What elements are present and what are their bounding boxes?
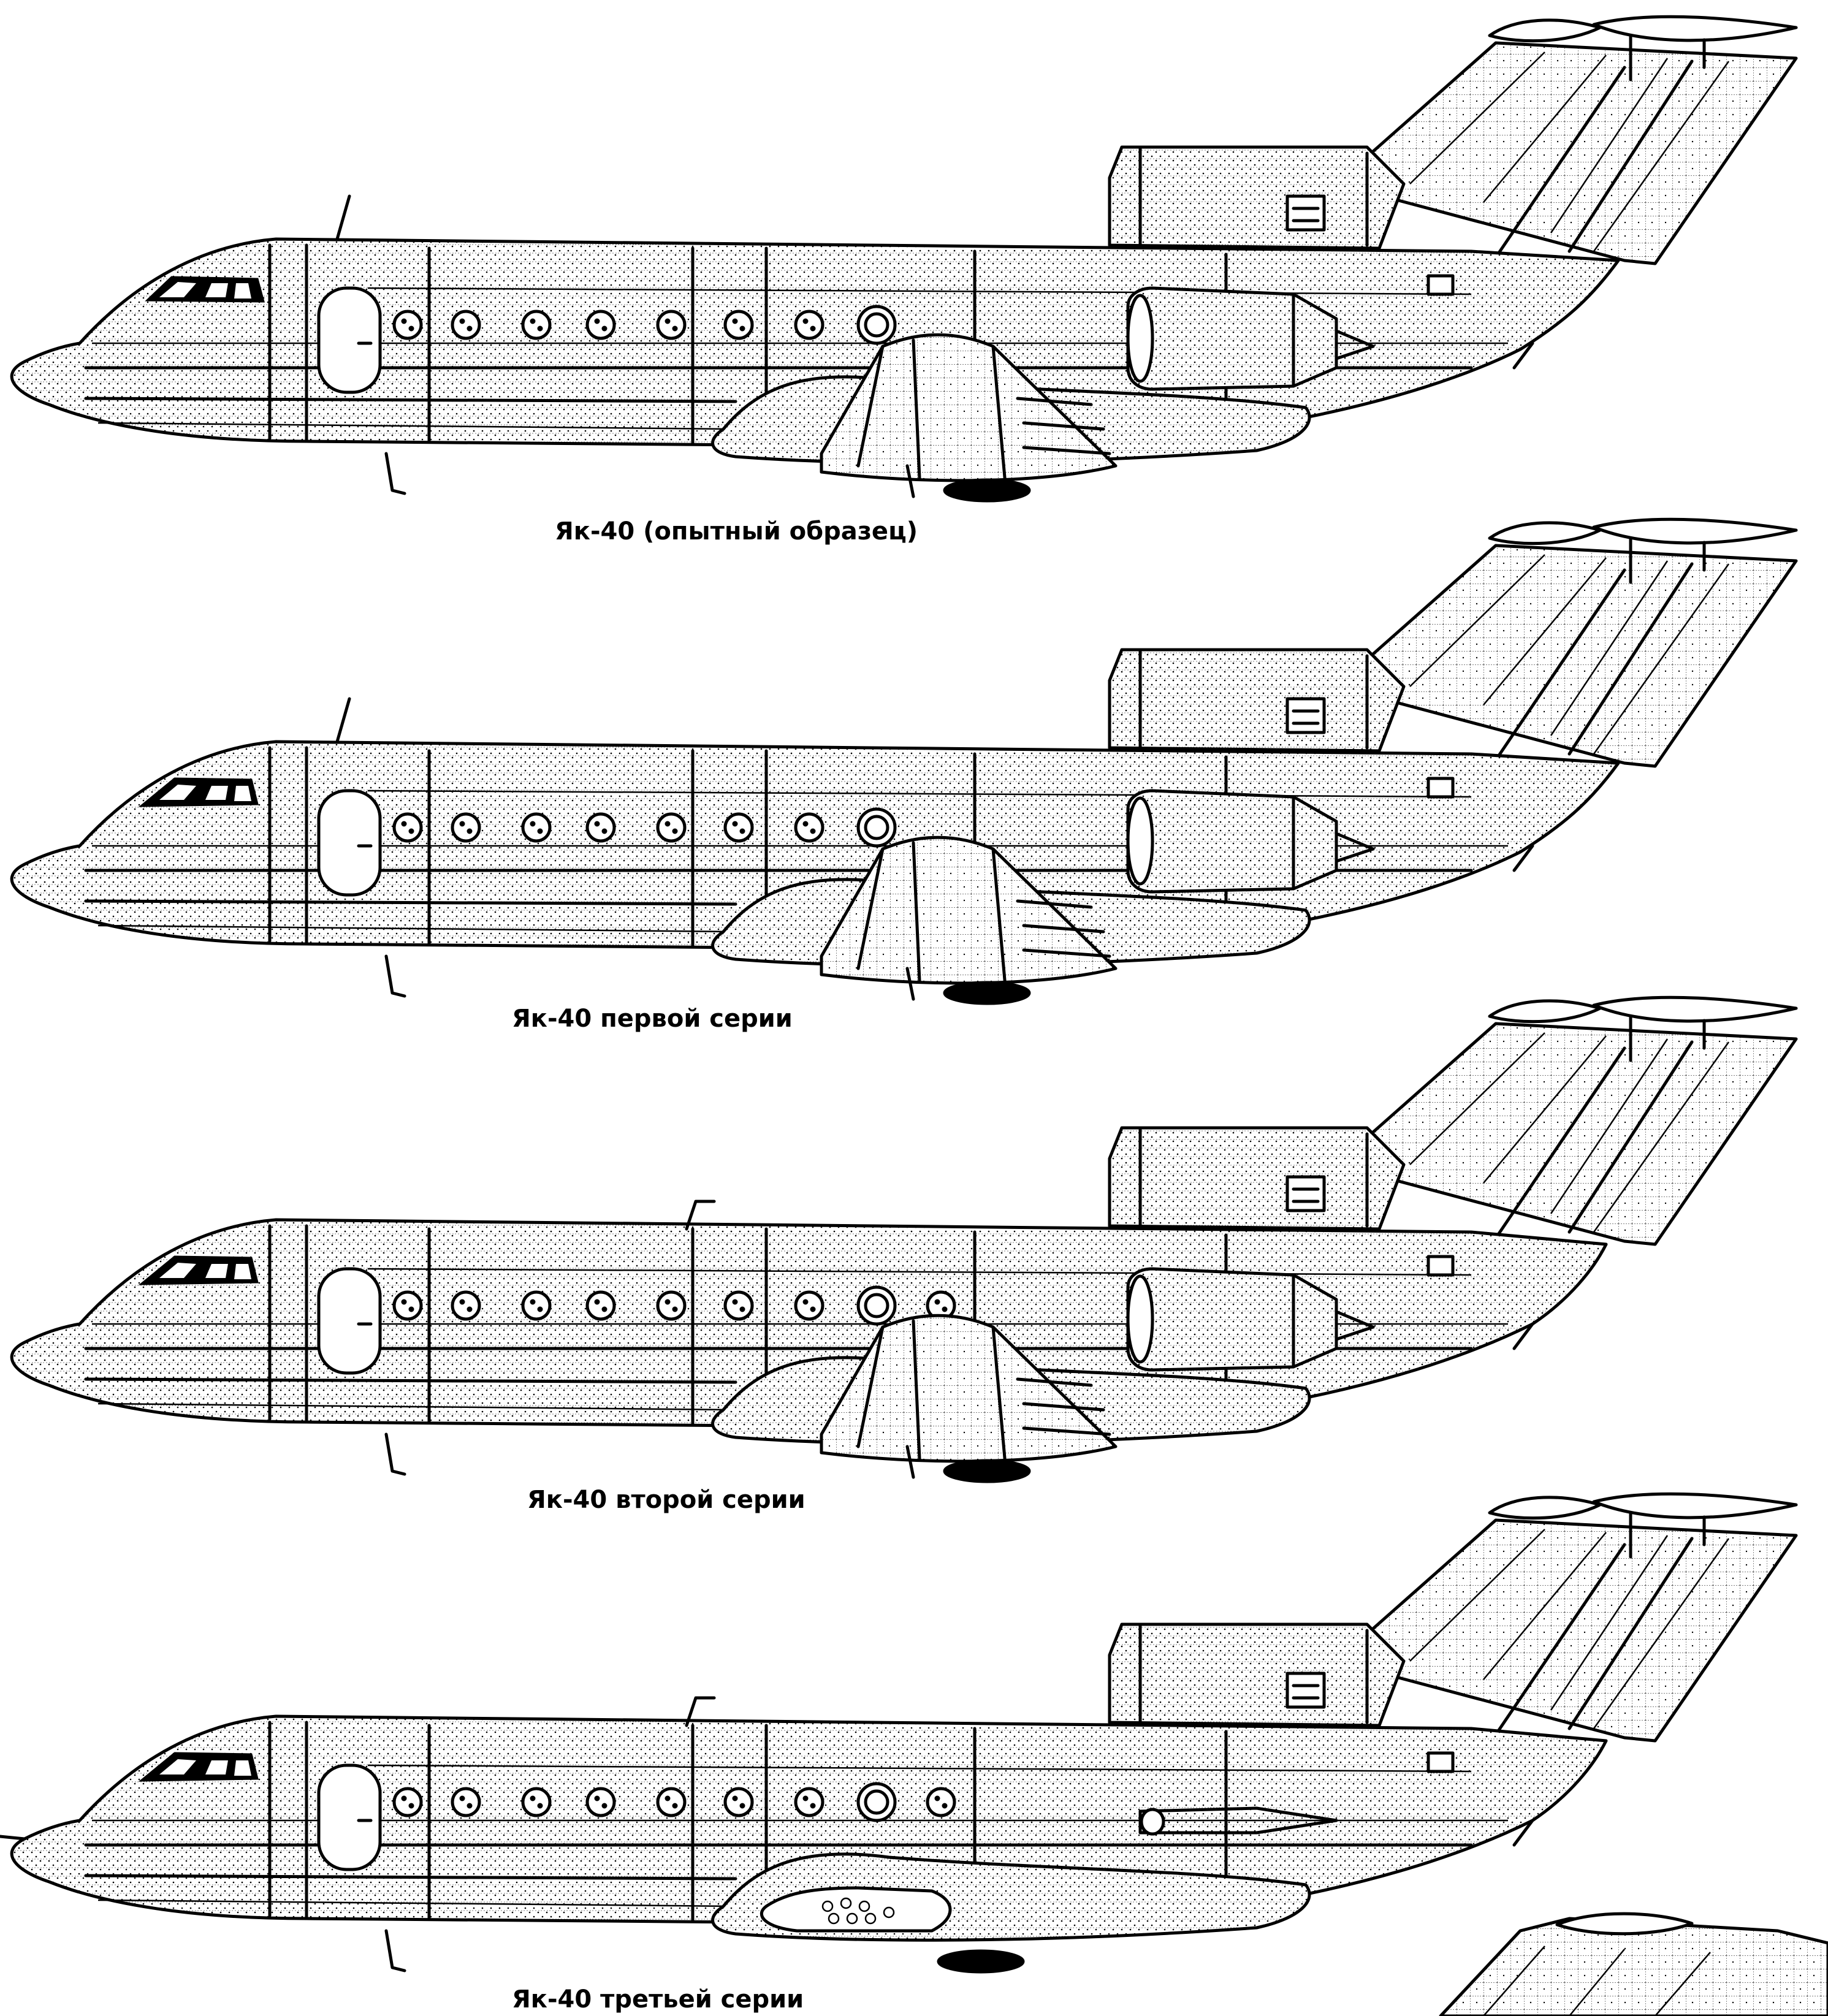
cabin-window bbox=[585, 1787, 616, 1817]
variant-caption: Як-40 первой серии bbox=[512, 1005, 793, 1033]
aircraft-view-1: Як-40 (опытный образец) bbox=[10, 15, 1798, 546]
aircraft-view-3: Як-40 второй серии bbox=[10, 995, 1798, 1514]
cabin-window bbox=[585, 1290, 616, 1321]
cabin-window bbox=[723, 310, 754, 340]
cabin-window bbox=[392, 1787, 423, 1817]
cabin-window bbox=[585, 310, 616, 340]
cabin-window bbox=[656, 812, 687, 843]
variant-caption: Як-40 второй серии bbox=[527, 1486, 805, 1514]
cabin-window bbox=[451, 1290, 481, 1321]
cabin-window bbox=[656, 1787, 687, 1817]
entry-door bbox=[317, 789, 382, 897]
center-engine-intake bbox=[1108, 1622, 1406, 1727]
entry-door bbox=[317, 286, 382, 394]
aircraft-view-2: Як-40 первой серии bbox=[10, 517, 1798, 1033]
aircraft-view-4: Як-40 третьей серии bbox=[0, 1492, 1798, 2014]
wing-root bbox=[711, 333, 1311, 503]
cabin-window bbox=[794, 1787, 825, 1817]
nose-probe bbox=[0, 1835, 26, 1841]
side-engine bbox=[1126, 1267, 1375, 1372]
side-engine bbox=[1138, 1806, 1338, 1836]
cabin-window bbox=[392, 812, 423, 843]
cabin-window bbox=[451, 310, 481, 340]
cabin-window bbox=[521, 1290, 552, 1321]
entry-door bbox=[317, 1267, 382, 1375]
cabin-window bbox=[723, 812, 754, 843]
center-engine-intake bbox=[1108, 648, 1406, 753]
main-wheel bbox=[943, 981, 1031, 1005]
cabin-window bbox=[656, 310, 687, 340]
wing-root bbox=[711, 1314, 1311, 1483]
cabin-window bbox=[794, 812, 825, 843]
wing-root bbox=[711, 1852, 1311, 1974]
main-wheel bbox=[943, 478, 1031, 503]
cockpit-windows bbox=[138, 1255, 259, 1285]
variant-caption: Як-40 третьей серии bbox=[512, 1985, 804, 2014]
cabin-window bbox=[392, 1290, 423, 1321]
cabin-window bbox=[392, 310, 423, 340]
cabin-window bbox=[794, 1290, 825, 1321]
nose-gear bbox=[384, 452, 406, 495]
fuselage bbox=[10, 1714, 1608, 1927]
antenna bbox=[685, 1696, 716, 1727]
nose-gear bbox=[384, 954, 406, 998]
cabin-window bbox=[656, 1290, 687, 1321]
side-engine bbox=[1126, 286, 1375, 391]
cabin-window bbox=[723, 1787, 754, 1817]
cabin-window bbox=[585, 812, 616, 843]
cabin-window bbox=[926, 1787, 956, 1817]
cabin-window bbox=[451, 812, 481, 843]
antenna bbox=[335, 194, 351, 241]
tail-fin bbox=[1335, 995, 1798, 1246]
cabin-window bbox=[794, 310, 825, 340]
cabin-window bbox=[521, 310, 552, 340]
tail-fin bbox=[1335, 15, 1798, 265]
tail-fin bbox=[1335, 1492, 1798, 1743]
main-wheel bbox=[943, 1459, 1031, 1483]
cabin-window bbox=[451, 1787, 481, 1817]
center-engine-intake bbox=[1108, 145, 1406, 250]
cockpit-windows bbox=[138, 777, 259, 807]
antenna bbox=[335, 697, 351, 744]
nose-gear bbox=[384, 1929, 406, 1972]
side-engine bbox=[1126, 789, 1375, 894]
entry-door bbox=[317, 1763, 382, 1871]
cockpit-windows bbox=[138, 1752, 259, 1782]
antenna bbox=[685, 1200, 716, 1231]
center-engine-intake bbox=[1108, 1126, 1406, 1231]
partial-tail-fragment bbox=[1439, 1912, 1828, 2016]
tail-fin bbox=[1335, 517, 1798, 768]
variant-caption: Як-40 (опытный образец) bbox=[555, 517, 918, 546]
cabin-window bbox=[723, 1290, 754, 1321]
cabin-window bbox=[521, 812, 552, 843]
wing-root bbox=[711, 835, 1311, 1005]
cockpit-windows bbox=[145, 276, 265, 303]
nose-gear bbox=[384, 1432, 406, 1476]
main-wheel bbox=[937, 1949, 1025, 1974]
cabin-window bbox=[521, 1787, 552, 1817]
